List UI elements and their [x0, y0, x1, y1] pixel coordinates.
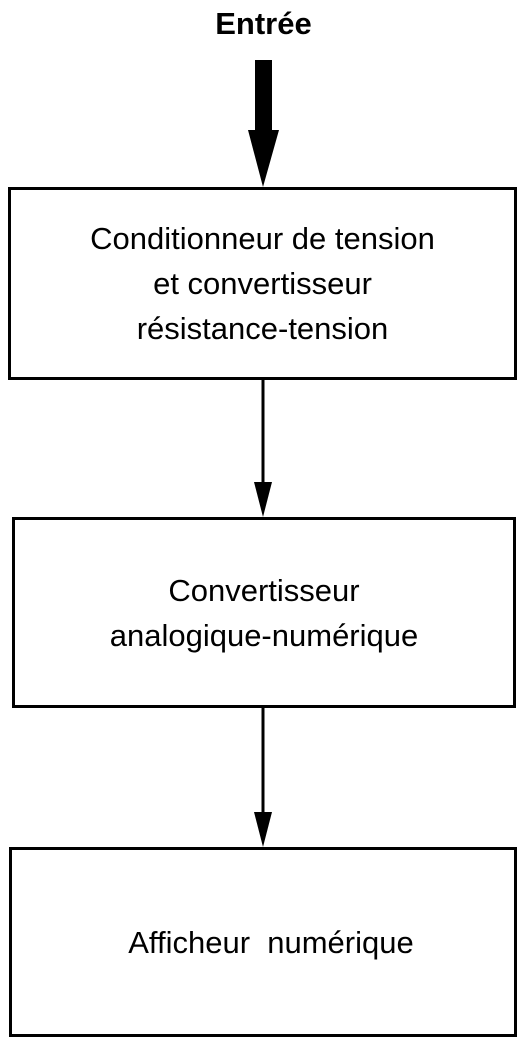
block-text-line: Convertisseur [168, 572, 360, 608]
block-text-line: analogique-numérique [109, 617, 419, 653]
block-text-line: Conditionneur de tension [90, 221, 435, 256]
arrow-2-to-3 [254, 708, 272, 847]
block-text-line: et convertisseur [153, 266, 372, 301]
block-text-line: résistance-tension [136, 311, 389, 346]
block-adc: Convertisseur analogique-numérique [12, 517, 516, 708]
arrow-1-to-2 [254, 380, 272, 517]
input-label: Entrée [215, 6, 312, 41]
block-digital-display: Afficheur numérique [9, 847, 517, 1037]
block-text-line: Afficheur numérique [128, 924, 414, 960]
input-arrow [248, 60, 279, 187]
block-voltage-conditioner: Conditionneur de tension et convertisseu… [8, 187, 517, 380]
